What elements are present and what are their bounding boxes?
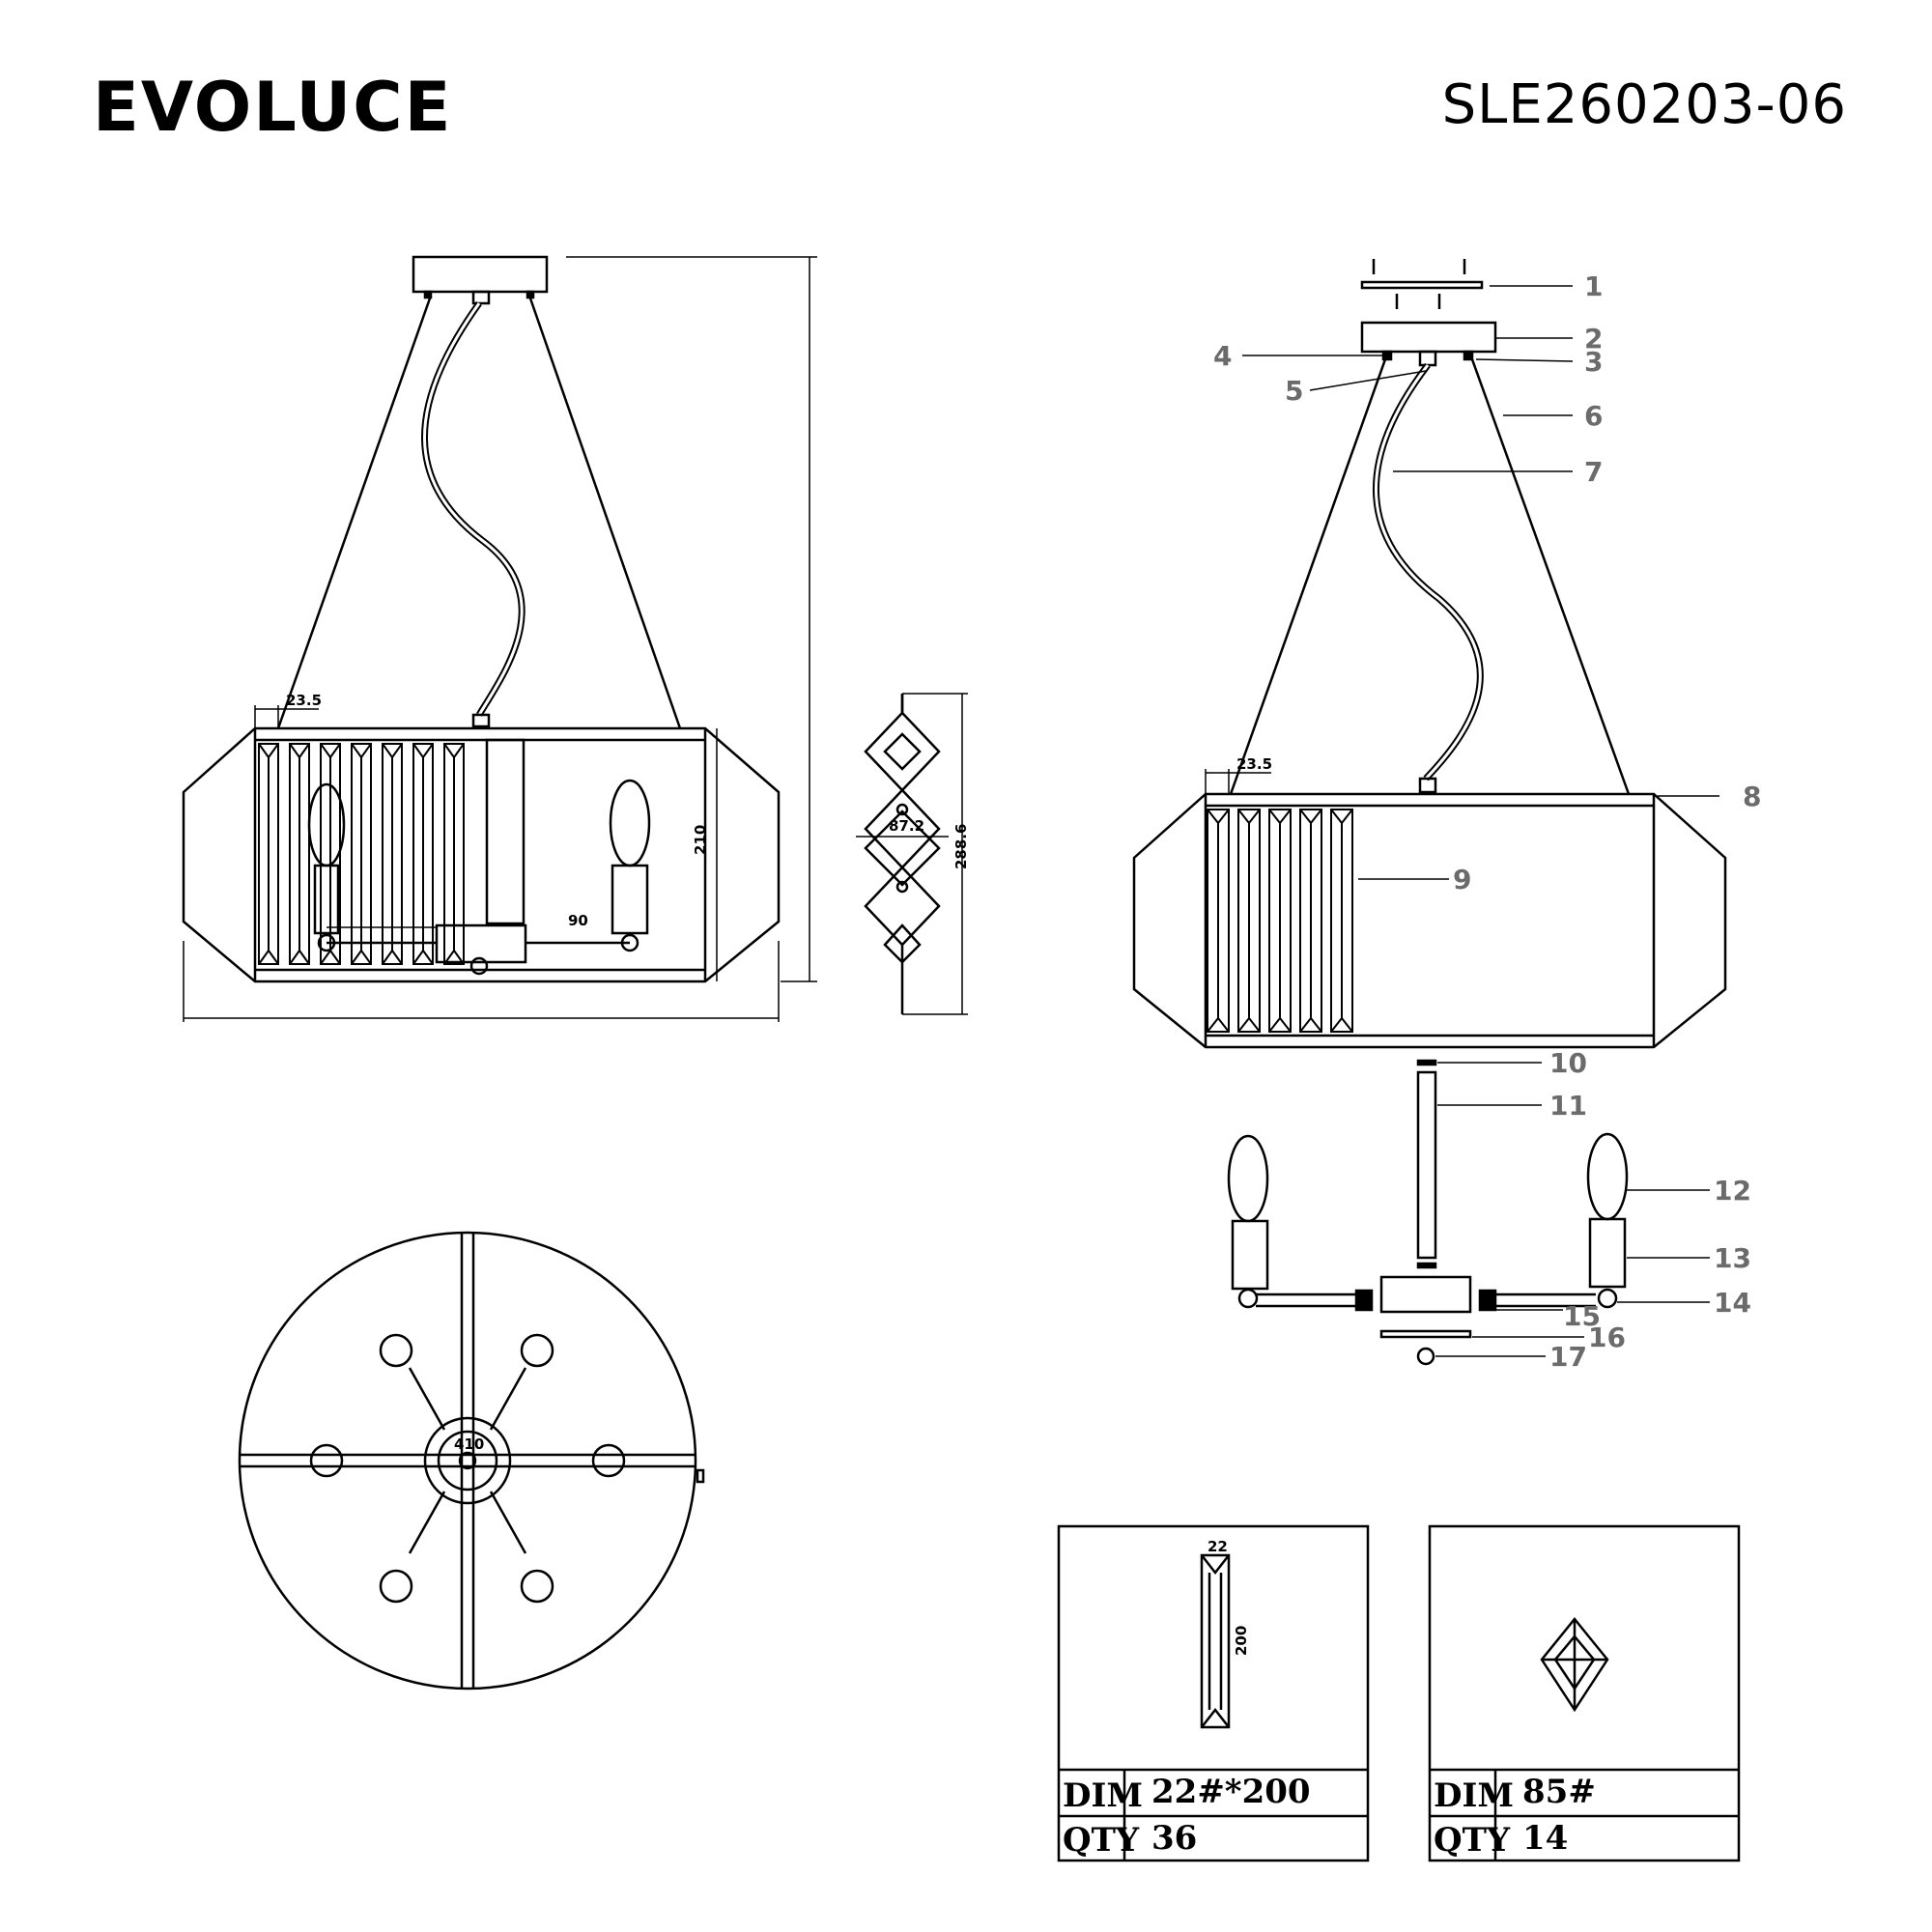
lamp-frame xyxy=(1132,792,1727,1049)
parts-table-2 xyxy=(1428,1524,1741,1862)
callout-9: 9 xyxy=(1453,864,1471,895)
callout-13: 13 xyxy=(1714,1242,1751,1274)
callout-5: 5 xyxy=(1285,375,1303,407)
dim-canopy-diameter: 410 xyxy=(454,1435,484,1453)
callout-11: 11 xyxy=(1549,1090,1587,1122)
socket-position xyxy=(520,1333,554,1368)
dim-diamond-height: 288.6 xyxy=(952,824,970,869)
table2-qty-value: 14 xyxy=(1522,1819,1568,1858)
cable-connector xyxy=(471,290,491,305)
brand-logo: EVOLUCE xyxy=(93,68,453,147)
dim-crystal-pitch-exploded: 23.5 xyxy=(1236,755,1272,773)
model-number: SLE260203-06 xyxy=(1441,73,1847,136)
bulb xyxy=(609,779,651,867)
front-view xyxy=(182,255,817,1022)
exploded-view xyxy=(1132,259,1727,1366)
callout-4: 4 xyxy=(1213,340,1232,372)
callout-14: 14 xyxy=(1714,1287,1751,1319)
table2-dim-label: DIM xyxy=(1434,1776,1514,1815)
socket-position xyxy=(520,1569,554,1604)
frame-ring xyxy=(238,1231,697,1690)
canopy xyxy=(412,255,549,294)
callout-6: 6 xyxy=(1584,400,1603,432)
lamp-frame xyxy=(182,726,781,983)
socket-position xyxy=(309,1443,344,1478)
table2-dim-value: 85# xyxy=(1522,1773,1596,1811)
suspension-wire xyxy=(1470,358,1631,795)
dim-frame-height: 210 xyxy=(692,825,709,855)
socket xyxy=(1588,1217,1627,1289)
socket-position xyxy=(379,1569,413,1604)
dim-prism-length: 200 xyxy=(1233,1626,1250,1656)
center-rod xyxy=(1416,1070,1437,1260)
center-rod xyxy=(485,738,526,925)
callout-3: 3 xyxy=(1584,346,1603,378)
center-body xyxy=(1379,1275,1472,1314)
bulb xyxy=(307,782,346,867)
socket-position xyxy=(379,1333,413,1368)
bulb xyxy=(1586,1132,1629,1221)
table2-qty-label: QTY xyxy=(1434,1821,1511,1860)
socket xyxy=(1231,1219,1269,1291)
dim-crystal-pitch: 23.5 xyxy=(286,692,322,709)
crystal-prisms xyxy=(1207,809,1353,1033)
canopy xyxy=(1360,321,1497,354)
socket xyxy=(611,864,649,935)
diamond-chain-view xyxy=(856,693,968,1015)
callout-15: 15 xyxy=(1563,1300,1601,1332)
callout-8: 8 xyxy=(1743,781,1761,812)
bulb xyxy=(1227,1134,1269,1223)
table1-dim-value: 22#*200 xyxy=(1151,1773,1311,1811)
suspension-wire xyxy=(276,295,433,729)
table1-qty-value: 36 xyxy=(1151,1819,1197,1858)
suspension-wire xyxy=(1229,358,1387,795)
dim-diamond-width: 87.2 xyxy=(889,817,924,835)
table1-qty-label: QTY xyxy=(1063,1821,1140,1860)
crystal-prisms xyxy=(258,743,465,965)
callout-2: 2 xyxy=(1584,323,1603,355)
callout-10: 10 xyxy=(1549,1047,1587,1079)
socket-position xyxy=(591,1443,626,1478)
callout-1: 1 xyxy=(1584,270,1603,302)
mounting-bracket xyxy=(1360,280,1484,290)
prism-crystal xyxy=(1200,1553,1231,1729)
socket xyxy=(313,864,340,935)
callout-7: 7 xyxy=(1584,456,1603,488)
callout-12: 12 xyxy=(1714,1175,1751,1207)
suspension-wire xyxy=(527,295,682,729)
parts-table-1 xyxy=(1057,1524,1370,1862)
bottom-view xyxy=(238,1231,705,1690)
dim-arm-length: 90 xyxy=(568,912,588,929)
table1-dim-label: DIM xyxy=(1063,1776,1143,1815)
power-cable xyxy=(421,300,526,717)
callout-16: 16 xyxy=(1588,1321,1626,1353)
callout-17: 17 xyxy=(1549,1341,1587,1373)
dim-prism-width: 22 xyxy=(1208,1538,1228,1555)
